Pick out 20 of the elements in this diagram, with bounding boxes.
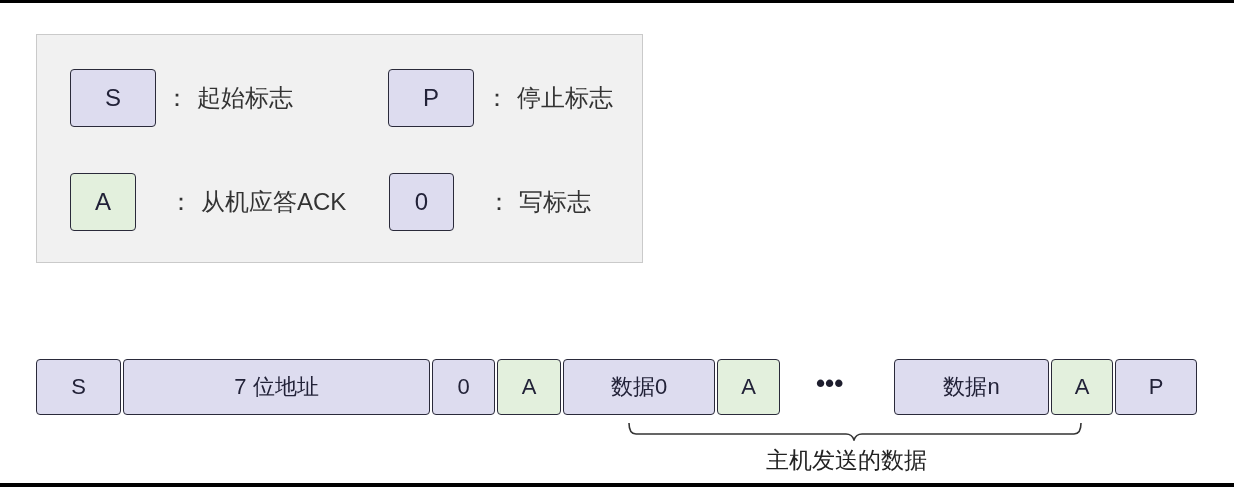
start-field: S bbox=[36, 359, 121, 415]
ack-field: A bbox=[497, 359, 561, 415]
key-sample: A bbox=[70, 173, 136, 231]
legend-panel bbox=[36, 34, 643, 263]
data-field: 数据n bbox=[894, 359, 1049, 415]
address-field: 7 位地址 bbox=[123, 359, 430, 415]
description-text: ：写标志 bbox=[487, 187, 591, 217]
bracket-label: 主机发送的数据 bbox=[766, 447, 927, 475]
stop-field: P bbox=[1115, 359, 1197, 415]
ack-field: A bbox=[1051, 359, 1113, 415]
key-sample: 0 bbox=[389, 173, 454, 231]
key-sample: S bbox=[70, 69, 156, 127]
description-text: ：从机应答ACK bbox=[169, 187, 347, 217]
ack-field: A bbox=[717, 359, 780, 415]
ellipsis: ••• bbox=[816, 368, 844, 400]
description-text: ：停止标志 bbox=[485, 83, 613, 113]
write-bit-field: 0 bbox=[432, 359, 495, 415]
description-text: ：起始标志 bbox=[165, 83, 293, 113]
key-sample: P bbox=[388, 69, 474, 127]
data-field: 数据0 bbox=[563, 359, 715, 415]
